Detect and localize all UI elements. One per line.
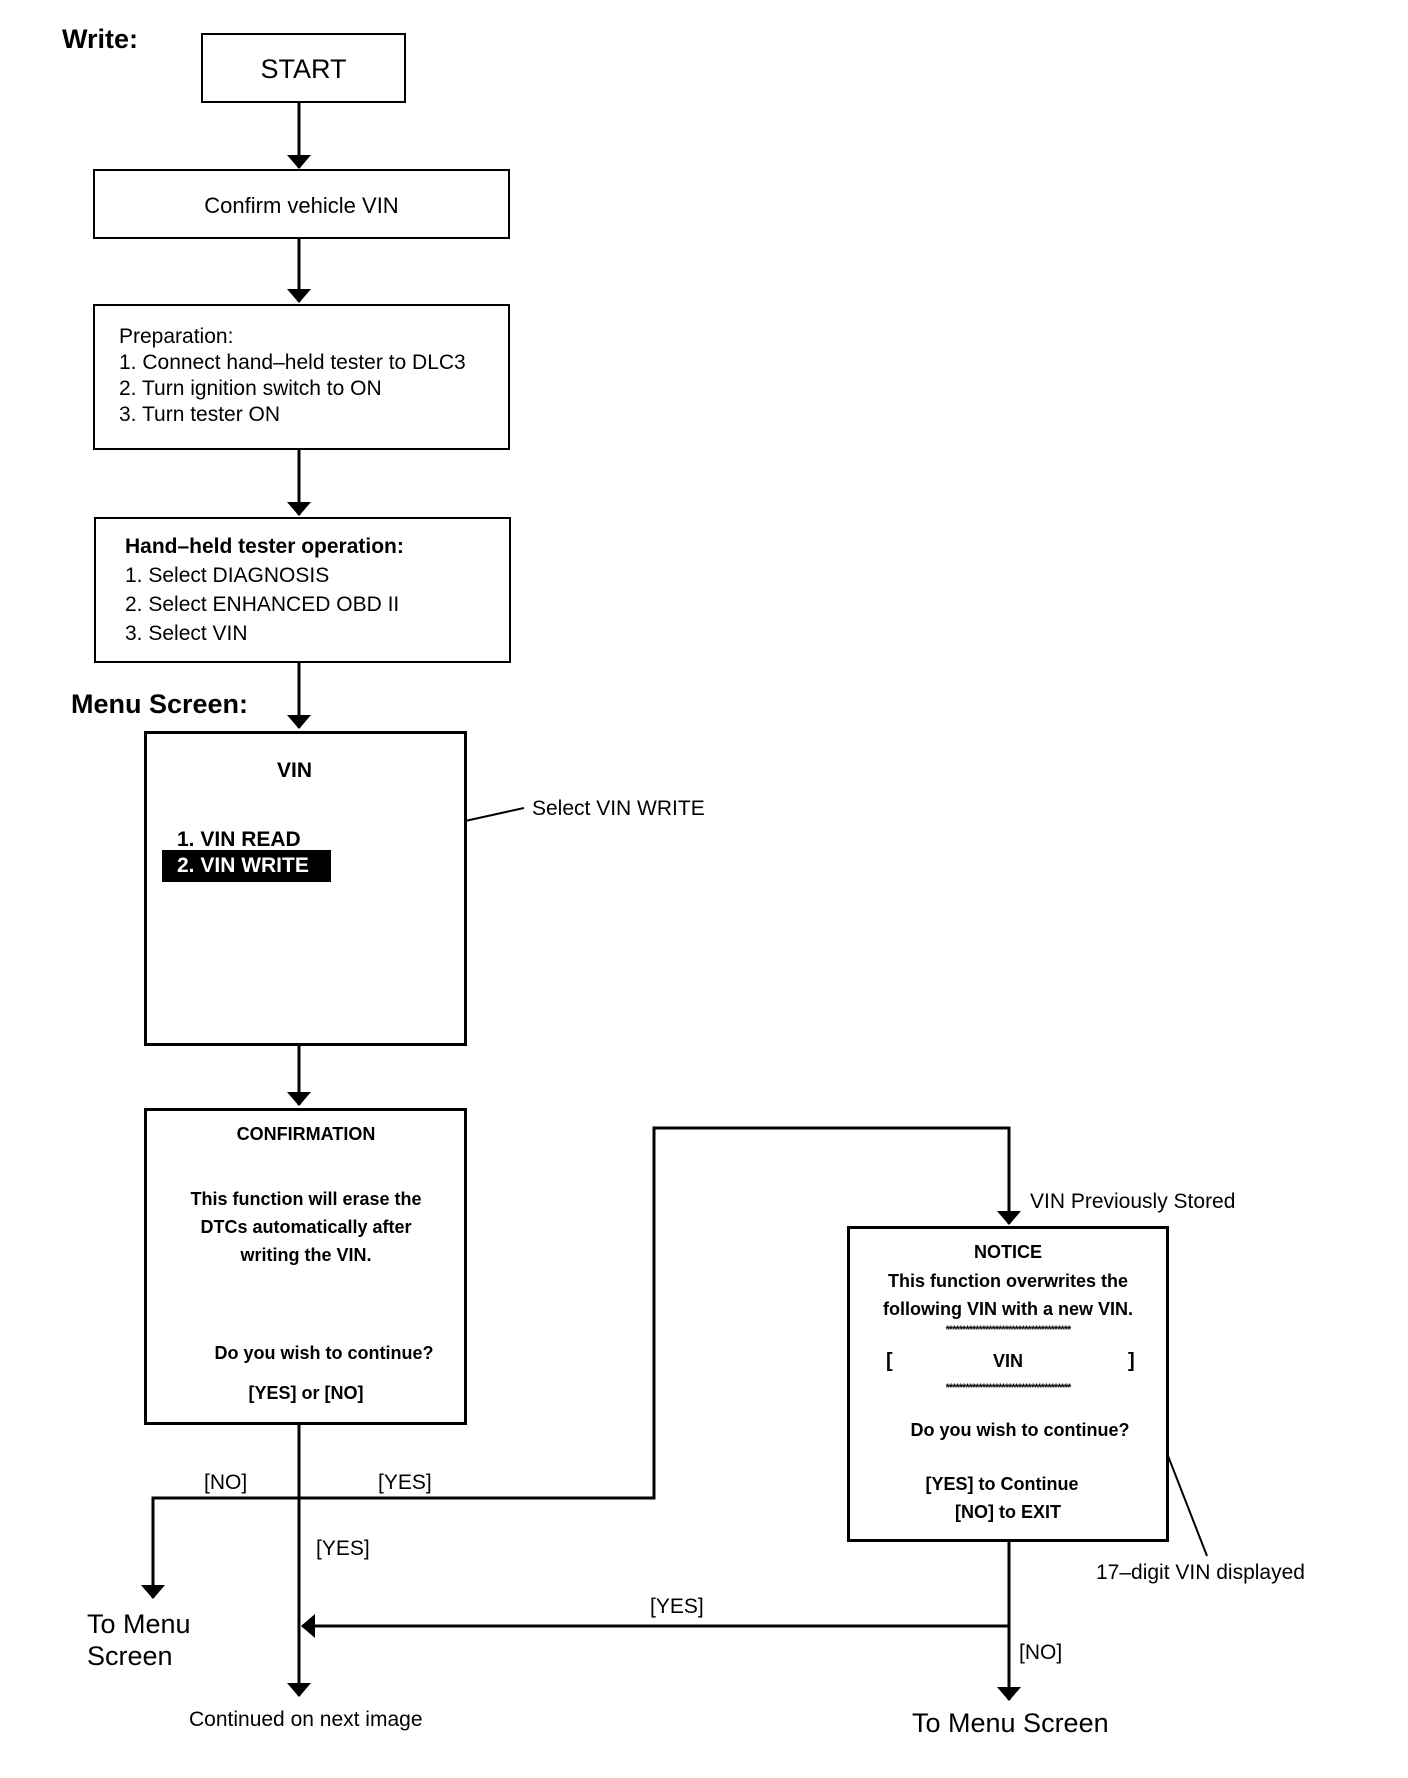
to-menu-screen-right: To Menu Screen: [912, 1708, 1109, 1738]
notice-question: Do you wish to continue?: [910, 1420, 1130, 1440]
confirm-vin-box: Confirm vehicle VIN: [93, 169, 510, 239]
confirm-vin-label: Confirm vehicle VIN: [204, 193, 399, 218]
vin-previously-stored-label: VIN Previously Stored: [1030, 1190, 1236, 1213]
preparation-text: Preparation: 1. Connect hand–held tester…: [119, 324, 466, 428]
preparation-step-1: 1. Connect hand–held tester to DLC3: [119, 351, 466, 374]
preparation-step-3: 3. Turn tester ON: [119, 403, 281, 426]
notice-body-line-2: following VIN with a new VIN.: [882, 1299, 1133, 1319]
notice-bracket-left: [: [886, 1350, 893, 1372]
start-box: START: [201, 33, 406, 103]
confirmation-body-line-2: DTCs automatically after: [200, 1217, 412, 1237]
continued-label: Continued on next image: [189, 1708, 423, 1731]
preparation-step-2: 2. Turn ignition switch to ON: [119, 377, 382, 400]
notice-stars-bottom: **************************************: [945, 1382, 1072, 1394]
notice-body: This function overwrites the following V…: [850, 1267, 1166, 1323]
tester-operation-text: Hand–held tester operation: 1. Select DI…: [125, 532, 404, 648]
tester-step-3: 3. Select VIN: [125, 622, 248, 645]
notice-vin: VIN: [992, 1351, 1023, 1371]
menu-item-vin-write[interactable]: 2. VIN WRITE: [162, 850, 331, 882]
notice-bracket-right: ]: [1128, 1350, 1135, 1372]
to-menu-screen-left-line-2: Screen: [87, 1641, 173, 1671]
confirmation-title: CONFIRMATION: [236, 1124, 376, 1144]
no-label-left: [NO]: [204, 1471, 248, 1494]
tester-step-1: 1. Select DIAGNOSIS: [125, 564, 330, 587]
confirmation-options: [YES] or [NO]: [248, 1383, 364, 1403]
notice-box: NOTICE This function overwrites the foll…: [847, 1226, 1169, 1542]
notice-title: NOTICE: [973, 1242, 1042, 1262]
tester-operation-box: Hand–held tester operation: 1. Select DI…: [94, 517, 511, 663]
to-menu-screen-left-line-1: To Menu: [87, 1609, 191, 1639]
select-vin-write-label: Select VIN WRITE: [532, 797, 705, 820]
notice-stars-top: **************************************: [945, 1324, 1072, 1336]
start-label: START: [260, 54, 347, 84]
yes-label-down: [YES]: [316, 1537, 370, 1560]
menu-item-vin-read[interactable]: 1. VIN READ: [177, 828, 301, 851]
tester-operation-title: Hand–held tester operation:: [125, 535, 404, 558]
yes-label-mid: [YES]: [378, 1471, 432, 1494]
write-label: Write:: [62, 24, 139, 54]
notice-body-line-1: This function overwrites the: [887, 1271, 1129, 1291]
yes-label-bottom: [YES]: [650, 1595, 704, 1618]
path-yes-to-notice: [299, 1126, 1021, 1500]
confirmation-body-line-3: writing the VIN.: [240, 1245, 372, 1265]
notice-no-exit: [NO] to EXIT: [955, 1502, 1061, 1522]
confirmation-body-line-1: This function will erase the: [190, 1189, 422, 1209]
menu-title: VIN: [276, 759, 312, 782]
path-no-to-menu-left: [141, 1496, 299, 1599]
tester-step-2: 2. Select ENHANCED OBD II: [125, 593, 400, 616]
confirmation-question: Do you wish to continue?: [214, 1343, 434, 1363]
menu-screen-box: VIN 1. VIN READ 2. VIN WRITE: [144, 731, 467, 1046]
notice-yes-continue: [YES] to Continue: [925, 1474, 1079, 1494]
17-digit-vin-label: 17–digit VIN displayed: [1096, 1561, 1305, 1584]
preparation-title: Preparation:: [119, 325, 234, 348]
preparation-box: Preparation: 1. Connect hand–held tester…: [93, 304, 510, 450]
confirmation-box: CONFIRMATION This function will erase th…: [144, 1108, 467, 1425]
menu-screen-label: Menu Screen:: [71, 689, 249, 719]
confirmation-body: This function will erase the DTCs automa…: [147, 1185, 465, 1269]
no-label-right: [NO]: [1019, 1641, 1063, 1664]
menu-item-vin-write-label: 2. VIN WRITE: [177, 854, 309, 877]
